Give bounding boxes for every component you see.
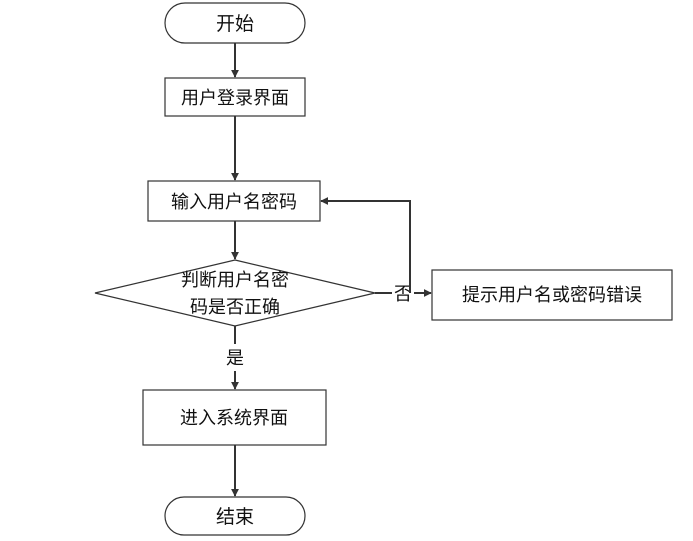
edge-error-to-input [320,197,411,293]
start-label: 开始 [216,13,254,35]
input-credentials-label: 输入用户名密码 [171,192,297,213]
edge-yes-label: 是 [226,348,244,369]
error-prompt-label: 提示用户名或密码错误 [462,285,642,306]
input-credentials-node: 输入用户名密码 [147,180,321,222]
enter-system-label: 进入系统界面 [180,408,288,429]
check-label-line1: 判断用户名密 [181,270,289,291]
start-node: 开始 [164,2,306,44]
login-page-node: 用户登录界面 [164,77,306,117]
login-page-label: 用户登录界面 [181,88,289,109]
error-prompt-node: 提示用户名或密码错误 [431,269,673,321]
edge-no-label: 否 [394,284,412,305]
enter-system-node: 进入系统界面 [142,389,327,446]
end-node: 结束 [164,496,306,536]
end-label: 结束 [216,506,254,528]
check-label-line2: 码是否正确 [190,297,280,318]
check-decision-node: 判断用户名密 码是否正确 [94,259,376,327]
